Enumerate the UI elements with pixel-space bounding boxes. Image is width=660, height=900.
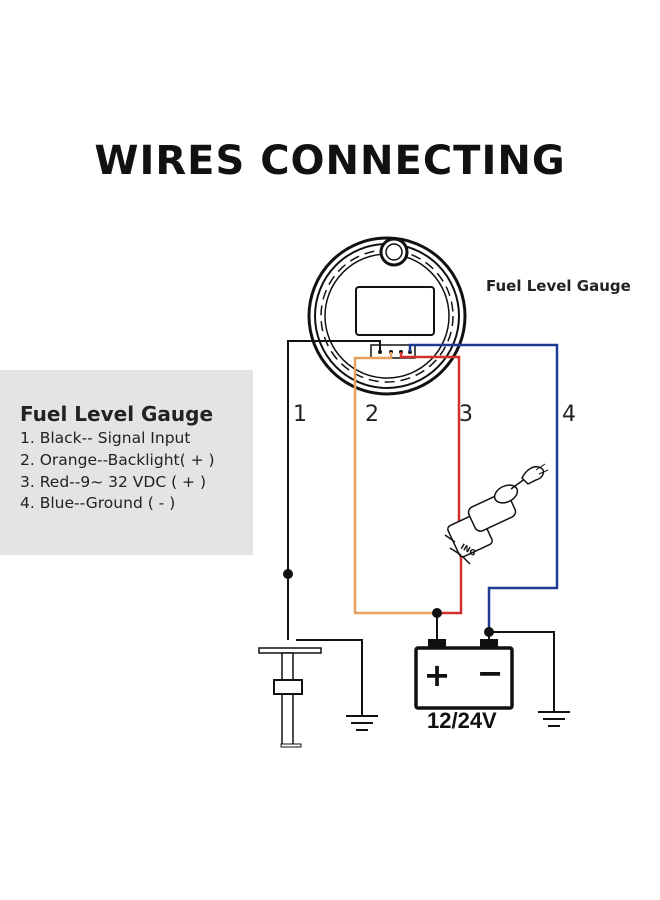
wire-orange-backlight — [353, 352, 437, 615]
fuel-gauge-icon — [307, 236, 467, 396]
battery-voltage-label: 12/24V — [427, 708, 497, 733]
legend-item-red: 3. Red--9~ 32 VDC ( + ) — [20, 473, 206, 491]
battery-plus-symbol: + — [424, 656, 451, 694]
wire-red-power-lower — [437, 556, 463, 615]
legend-item-blue: 4. Blue--Ground ( - ) — [20, 494, 176, 512]
legend-panel — [0, 370, 253, 555]
wire-number-4: 4 — [562, 402, 576, 427]
wire-red-power — [399, 352, 461, 540]
ignition-switch-icon — [444, 463, 549, 565]
legend-item-orange: 2. Orange--Backlight( + ) — [20, 451, 215, 469]
wire-blue-ground — [408, 343, 559, 632]
wire-number-3: 3 — [459, 402, 473, 427]
battery-icon: + − — [414, 639, 514, 710]
wire-battery-ground — [489, 631, 555, 712]
wire-sender-ground — [296, 639, 363, 716]
junction-dot — [432, 608, 442, 618]
wire-black-signal — [287, 340, 381, 640]
legend-item-black: 1. Black-- Signal Input — [20, 429, 191, 447]
ground-symbol-icon — [538, 711, 570, 727]
page-title: WIRES CONNECTING — [94, 138, 566, 184]
ground-symbol-icon — [346, 715, 378, 731]
legend-title: Fuel Level Gauge — [20, 402, 214, 426]
wire-number-1: 1 — [293, 402, 307, 427]
battery-minus-symbol: − — [477, 654, 504, 692]
gauge-label: Fuel Level Gauge — [486, 277, 631, 295]
wire-number-2: 2 — [365, 402, 379, 427]
fuel-sender-icon — [258, 647, 322, 748]
junction-dot — [283, 569, 293, 579]
